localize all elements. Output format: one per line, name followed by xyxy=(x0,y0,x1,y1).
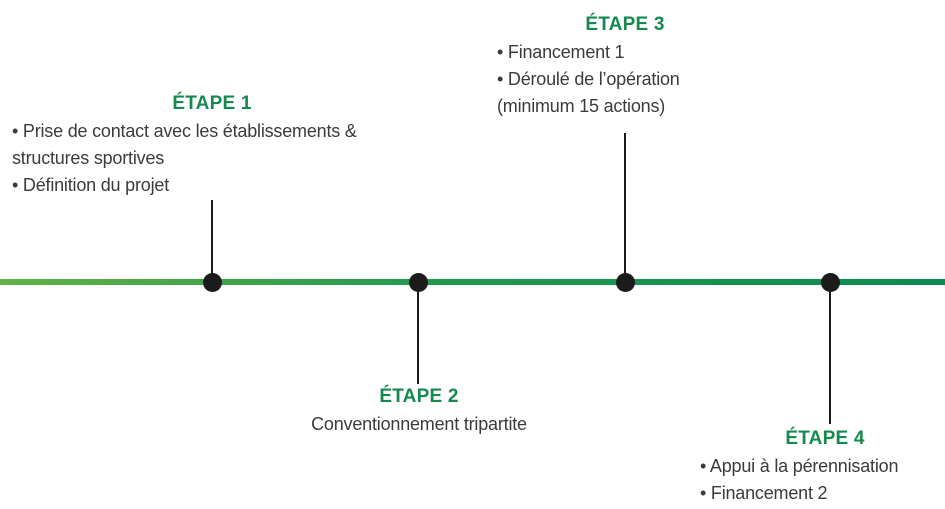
step-3-line-3: (minimum 15 actions) xyxy=(497,96,666,116)
step-2-block: ÉTAPE 2 Conventionnement tripartite xyxy=(268,386,570,438)
step-1-line-2: structures sportives xyxy=(12,148,165,168)
timeline-marker-step-2 xyxy=(409,273,428,292)
step-4-block: ÉTAPE 4 • Appui à la pérennisation • Fin… xyxy=(700,428,945,507)
connector-step-3 xyxy=(624,133,626,282)
timeline-marker-step-1 xyxy=(203,273,222,292)
connector-step-4 xyxy=(829,282,831,424)
step-3-line-1: • Financement 1 xyxy=(497,42,625,62)
connector-step-1 xyxy=(211,200,213,282)
timeline-axis xyxy=(0,279,945,285)
step-1-line-3: • Définition du projet xyxy=(12,175,169,195)
step-1-line-1: • Prise de contact avec les établissemen… xyxy=(12,121,357,141)
step-4-title: ÉTAPE 4 xyxy=(785,428,865,449)
step-3-block: ÉTAPE 3 • Financement 1 • Déroulé de l’o… xyxy=(497,14,753,120)
step-2-title: ÉTAPE 2 xyxy=(379,386,459,407)
step-2-line-1: Conventionnement tripartite xyxy=(311,414,527,434)
step-3-line-2: • Déroulé de l’opération xyxy=(497,69,680,89)
step-3-title: ÉTAPE 3 xyxy=(585,14,665,35)
step-4-line-1: • Appui à la pérennisation xyxy=(700,456,899,476)
step-1-title: ÉTAPE 1 xyxy=(172,93,252,114)
step-1-block: ÉTAPE 1 • Prise de contact avec les étab… xyxy=(12,93,412,199)
step-4-line-2: • Financement 2 xyxy=(700,483,828,503)
timeline-marker-step-4 xyxy=(821,273,840,292)
timeline-marker-step-3 xyxy=(616,273,635,292)
connector-step-2 xyxy=(417,282,419,384)
